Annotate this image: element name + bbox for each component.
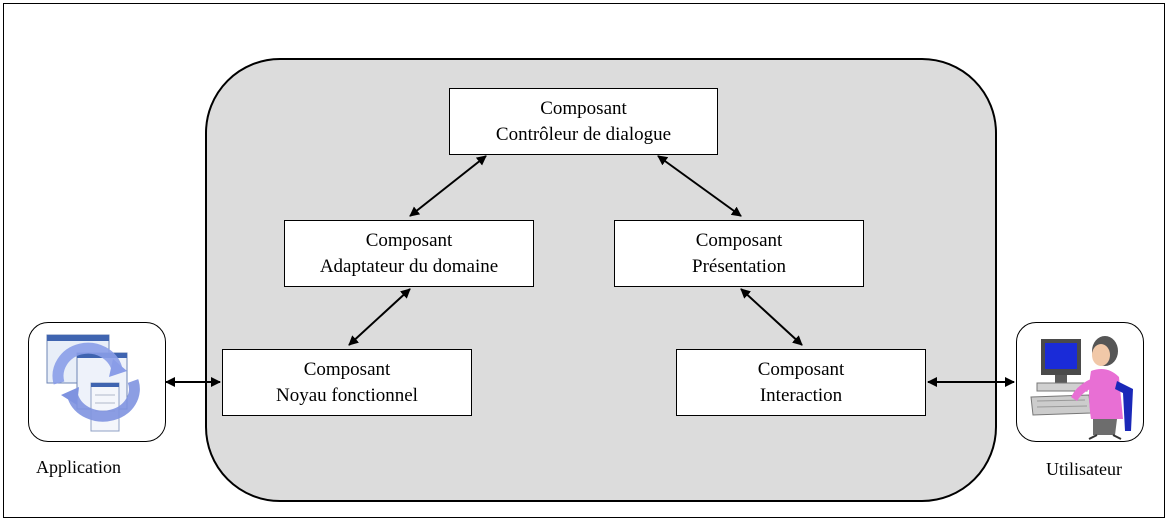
interaction-line1: Composant xyxy=(757,358,845,380)
presentation-line1: Composant xyxy=(695,229,783,251)
presentation-line2: Présentation xyxy=(692,255,786,277)
functional-core-line2: Noyau fonctionnel xyxy=(276,384,418,406)
interaction-line2: Interaction xyxy=(759,384,843,406)
domain-adapter-line2: Adaptateur du domaine xyxy=(319,255,499,277)
user-computer-icon xyxy=(1030,336,1133,440)
arrow-controller-adapter xyxy=(409,155,487,217)
functional-core-line1: Composant xyxy=(303,358,391,380)
application-cycle-icon xyxy=(46,334,140,432)
dialog-controller-component: Composant Contrôleur de dialogue xyxy=(449,88,718,155)
dialog-controller-line2: Contrôleur de dialogue xyxy=(495,123,672,145)
diagram-frame xyxy=(3,3,1165,518)
functional-core-component: Composant Noyau fonctionnel xyxy=(222,349,472,416)
domain-adapter-line1: Composant xyxy=(365,229,453,251)
user-label: Utilisateur xyxy=(1046,459,1122,479)
arrow-adapter-core xyxy=(348,288,411,346)
interaction-component: Composant Interaction xyxy=(676,349,926,416)
arrow-controller-presentation xyxy=(657,155,742,217)
application-actor xyxy=(28,322,166,442)
arrow-presentation-interaction xyxy=(740,288,803,346)
domain-adapter-component: Composant Adaptateur du domaine xyxy=(284,220,534,287)
presentation-component: Composant Présentation xyxy=(614,220,864,287)
user-actor xyxy=(1016,322,1144,442)
dialog-controller-line1: Composant xyxy=(540,97,627,119)
application-label: Application xyxy=(36,457,121,477)
